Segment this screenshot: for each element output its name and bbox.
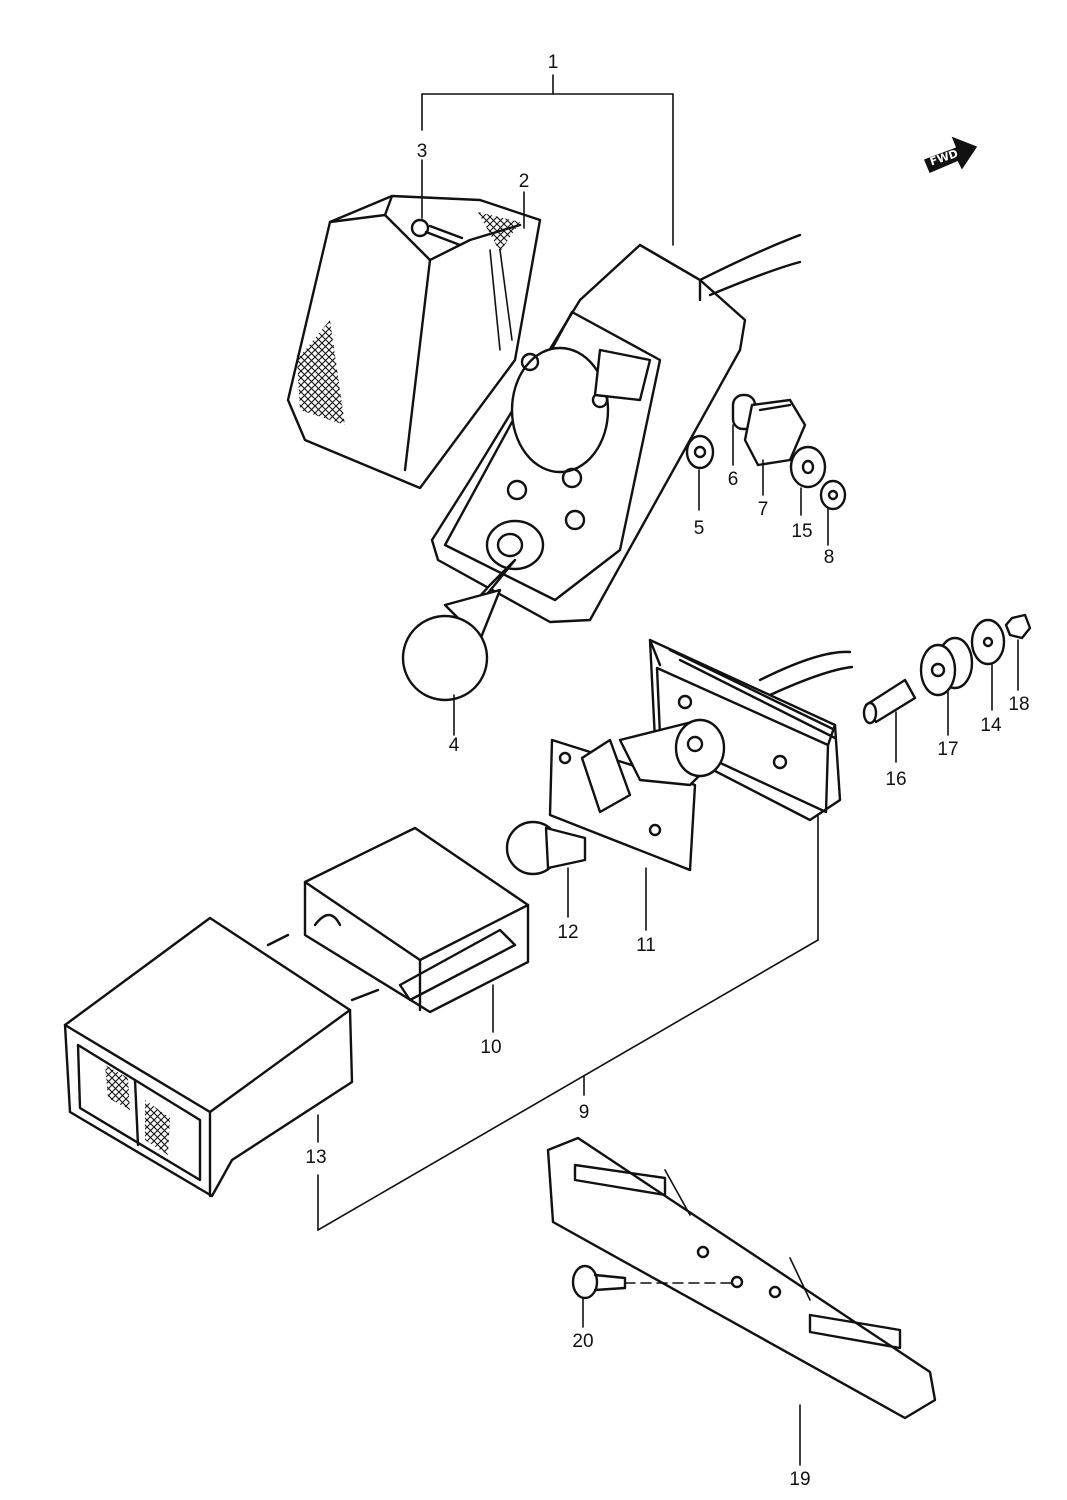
callout-14: 14: [980, 715, 1002, 736]
tail-lamp-lens: [63, 916, 380, 1198]
forward-direction-arrow: FWD: [924, 136, 978, 173]
callout-5: 5: [694, 518, 705, 539]
callout-7: 7: [758, 499, 769, 520]
callout-2: 2: [519, 171, 530, 192]
callout-19: 19: [789, 1469, 810, 1490]
callout-labels: 1 2 3 4 5 6 7 15 8 18 14 17 16 12 11 10 …: [305, 52, 1029, 1490]
callout-11: 11: [636, 935, 656, 956]
callout-17: 17: [937, 739, 958, 760]
callout-6: 6: [728, 469, 739, 490]
lens-screw: [410, 218, 464, 247]
assembly-bracket-1: [421, 74, 674, 246]
callout-13: 13: [305, 1147, 326, 1168]
tail-lamp-inner-lens: [303, 826, 530, 1014]
leader-lines: [317, 159, 1019, 1466]
callout-8: 8: [824, 547, 835, 568]
callout-16: 16: [885, 769, 906, 790]
callout-10: 10: [480, 1037, 501, 1058]
callout-20: 20: [572, 1331, 593, 1352]
callout-12: 12: [557, 922, 578, 943]
tail-lamp-base: [648, 638, 854, 822]
callout-4: 4: [449, 735, 460, 756]
tail-lamp-fasteners: [862, 613, 1032, 725]
turn-signal-bulb: [401, 558, 517, 702]
bulb-socket-plate: [548, 718, 726, 872]
callout-18: 18: [1008, 694, 1029, 715]
license-bracket-screw: [571, 1264, 736, 1300]
callout-15: 15: [791, 521, 812, 542]
turn-signal-housing: [430, 233, 802, 624]
housing-fasteners: [685, 393, 847, 511]
license-plate-bracket: [546, 1136, 937, 1420]
callout-3: 3: [417, 141, 428, 162]
tail-lamp-bulb: [505, 820, 587, 876]
callout-9: 9: [579, 1102, 590, 1123]
assembly-bracket-9: [317, 809, 819, 1231]
callout-1: 1: [548, 52, 559, 73]
